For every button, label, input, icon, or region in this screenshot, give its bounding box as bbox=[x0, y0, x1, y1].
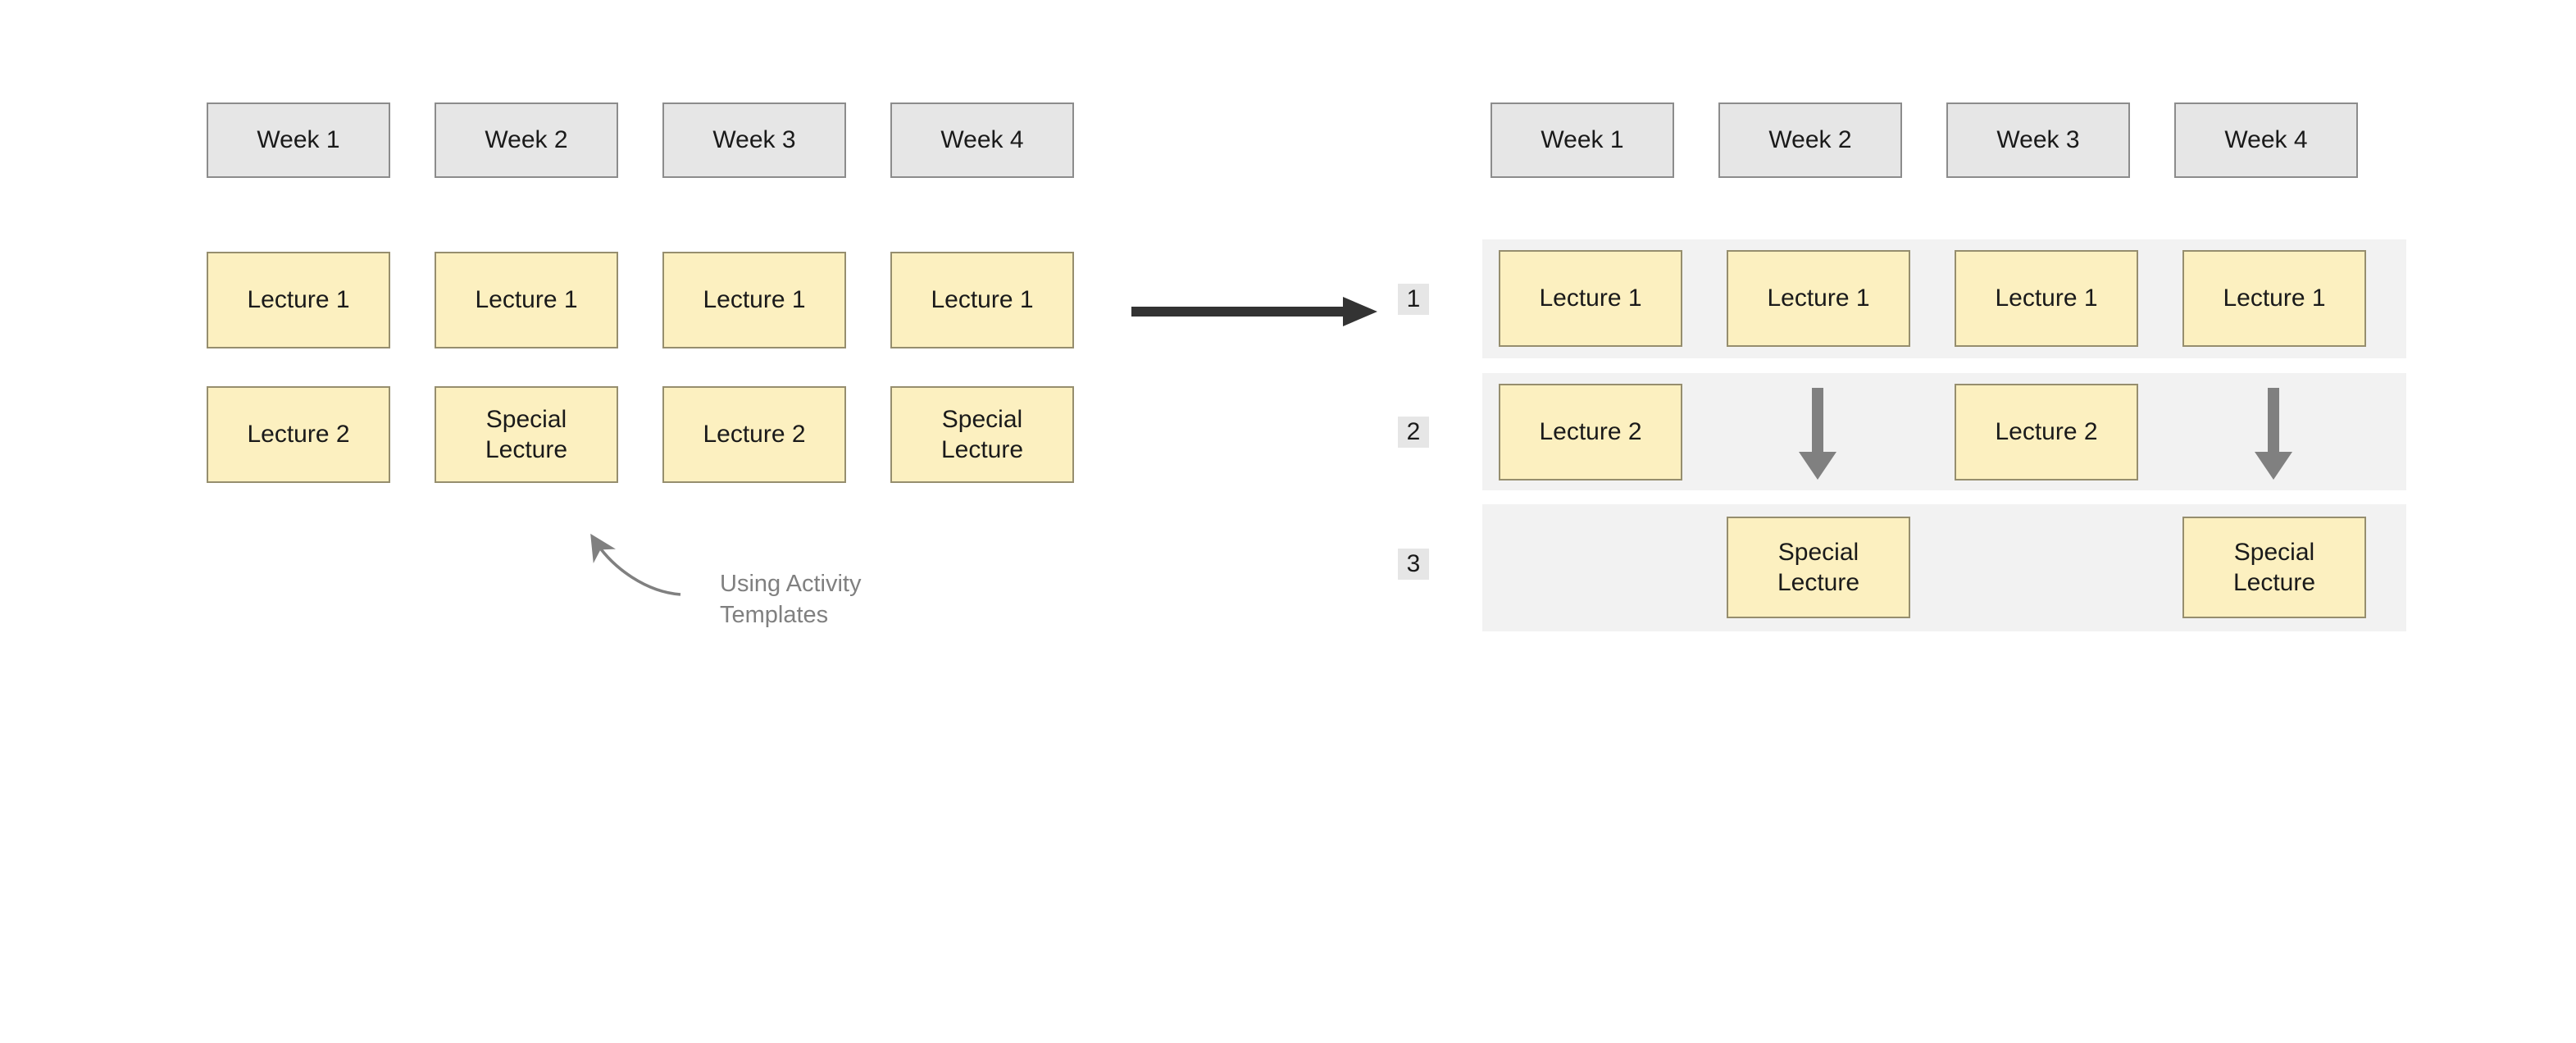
left-cell-r2c3[interactable]: Lecture 2 bbox=[662, 386, 846, 483]
left-cell-r1c2[interactable]: Lecture 1 bbox=[435, 252, 618, 348]
left-cell-r1c4[interactable]: Lecture 1 bbox=[890, 252, 1074, 348]
right-cell-r1c3[interactable]: Lecture 1 bbox=[1955, 250, 2138, 347]
right-cell-r3c4[interactable]: Special Lecture bbox=[2182, 517, 2366, 618]
right-row-badge-1[interactable]: 1 bbox=[1398, 284, 1429, 315]
left-cell-r1c1[interactable]: Lecture 1 bbox=[207, 252, 390, 348]
right-week-header-1[interactable]: Week 1 bbox=[1491, 102, 1674, 178]
right-week-header-2[interactable]: Week 2 bbox=[1718, 102, 1902, 178]
right-cell-r3c2[interactable]: Special Lecture bbox=[1727, 517, 1910, 618]
left-cell-r2c1[interactable]: Lecture 2 bbox=[207, 386, 390, 483]
right-cell-r1c1[interactable]: Lecture 1 bbox=[1499, 250, 1682, 347]
annotation-label: Using Activity Templates bbox=[720, 571, 862, 629]
down-arrow-icon-week2 bbox=[1799, 388, 1836, 480]
right-cell-r2c1[interactable]: Lecture 2 bbox=[1499, 384, 1682, 481]
annotation-curved-arrow bbox=[590, 533, 681, 596]
right-row-badge-3[interactable]: 3 bbox=[1398, 549, 1429, 580]
left-cell-r2c2[interactable]: Special Lecture bbox=[435, 386, 618, 483]
transform-arrow-icon bbox=[1131, 297, 1377, 326]
right-cell-r2c3[interactable]: Lecture 2 bbox=[1955, 384, 2138, 481]
right-cell-r1c4[interactable]: Lecture 1 bbox=[2182, 250, 2366, 347]
left-week-header-4[interactable]: Week 4 bbox=[890, 102, 1074, 178]
right-week-header-3[interactable]: Week 3 bbox=[1946, 102, 2130, 178]
down-arrow-icon-week4 bbox=[2255, 388, 2292, 480]
right-cell-r1c2[interactable]: Lecture 1 bbox=[1727, 250, 1910, 347]
left-cell-r1c3[interactable]: Lecture 1 bbox=[662, 252, 846, 348]
left-cell-r2c4[interactable]: Special Lecture bbox=[890, 386, 1074, 483]
left-week-header-3[interactable]: Week 3 bbox=[662, 102, 846, 178]
left-week-header-1[interactable]: Week 1 bbox=[207, 102, 390, 178]
right-row-badge-2[interactable]: 2 bbox=[1398, 417, 1429, 448]
right-week-header-4[interactable]: Week 4 bbox=[2174, 102, 2358, 178]
left-week-header-2[interactable]: Week 2 bbox=[435, 102, 618, 178]
